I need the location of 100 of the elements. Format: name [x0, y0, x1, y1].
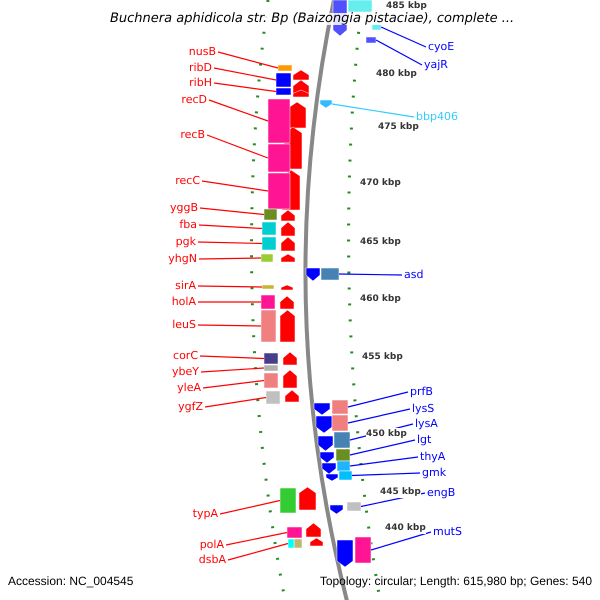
scale-label: 470 kbp	[360, 177, 401, 189]
gene-block	[264, 208, 278, 220]
leader-line	[228, 542, 288, 561]
gene-label: recB	[180, 129, 205, 141]
gene-block	[262, 222, 276, 236]
gene-label: typA	[192, 508, 218, 520]
gene-label: sirA	[175, 280, 196, 292]
gene-block	[338, 470, 352, 480]
footer-text: Topology: circular; Length: 615,980 bp; Genes: 540	[320, 575, 592, 587]
gene-label: yhgN	[168, 253, 197, 265]
gene-label: ygfZ	[178, 401, 203, 413]
gene-label: holA	[172, 296, 196, 308]
gene-block	[276, 72, 292, 88]
leader-line	[198, 224, 262, 230]
title: Buchnera aphidicola str. Bp (Baizongia pistaciae), complete ...	[110, 13, 514, 25]
leader-line	[350, 456, 418, 467]
gene-block	[336, 460, 350, 472]
leader-line	[214, 67, 276, 81]
gene-block	[332, 414, 348, 432]
gene-label: ybeY	[172, 366, 199, 378]
gene-block	[268, 172, 290, 210]
scale-label: 485 kbp	[386, 0, 427, 12]
leader-line	[220, 500, 280, 515]
gene-block	[332, 400, 348, 414]
leader-line	[332, 103, 414, 118]
leader-line	[226, 532, 288, 546]
leader-line	[198, 324, 262, 327]
leader-line	[200, 355, 264, 360]
gene-label: yajR	[424, 59, 448, 71]
gene-block	[346, 502, 362, 512]
gene-block	[336, 448, 350, 462]
gene-label: recC	[175, 175, 200, 187]
gene-block	[260, 294, 276, 310]
leader-line	[198, 241, 262, 244]
leader-line	[198, 285, 262, 288]
gene-label: yggB	[170, 202, 198, 214]
gene-block	[280, 488, 296, 514]
leader-line	[198, 301, 261, 303]
gene-block	[366, 36, 376, 44]
gene-label: lysS	[412, 403, 434, 415]
gene-label: leuS	[172, 319, 196, 331]
gene-block	[264, 364, 278, 372]
scale-label: 445 kbp	[380, 486, 421, 498]
leader-line	[208, 99, 268, 122]
leader-line	[370, 531, 432, 551]
gene-feature	[320, 100, 332, 108]
gene-label: yleA	[177, 382, 201, 394]
gene-block	[276, 88, 292, 96]
gene-label: ribH	[189, 77, 212, 89]
gene-block	[260, 254, 274, 262]
scale-label: 440 kbp	[385, 522, 426, 534]
gene-block	[334, 432, 350, 448]
scale-label: 460 kbp	[360, 293, 401, 305]
gene-block	[278, 64, 292, 72]
gene-label: bbp406	[416, 111, 458, 123]
leader-line	[376, 39, 422, 66]
gene-label: cyoE	[428, 41, 454, 53]
leader-line	[380, 26, 426, 48]
leader-line	[206, 134, 268, 159]
leader-line	[218, 51, 278, 69]
scale-label: 465 kbp	[360, 236, 401, 248]
gene-label: polA	[200, 539, 224, 551]
gene-label: gmk	[422, 467, 446, 479]
gene-label: lysA	[415, 418, 438, 430]
gene-label: ribD	[188, 62, 212, 74]
gene-label: pgk	[176, 236, 196, 248]
footer-text: Accession: NC_004545	[8, 575, 134, 587]
leader-line	[348, 408, 410, 424]
gene-label: thyA	[420, 451, 446, 463]
scale-label: 480 kbp	[376, 68, 417, 80]
leader-line	[214, 82, 276, 92]
leader-line	[202, 180, 268, 192]
leader-line	[350, 439, 416, 456]
gene-label: prfB	[410, 386, 433, 398]
gene-label: nusB	[188, 46, 216, 58]
gene-block	[288, 538, 294, 548]
gene-label: corC	[173, 350, 198, 362]
leader-line	[200, 367, 264, 373]
leader-line	[200, 207, 264, 216]
scale-label: 475 kbp	[378, 121, 419, 133]
gene-label: recD	[181, 94, 207, 106]
gene-block	[354, 536, 372, 564]
gene-block	[262, 236, 276, 250]
gene-block	[286, 526, 302, 538]
gene-block	[262, 284, 274, 290]
gene-block	[268, 144, 290, 172]
gene-block	[320, 268, 340, 280]
gene-block	[266, 390, 280, 404]
gene-label: mutS	[433, 526, 462, 538]
gene-block	[260, 310, 276, 342]
leader-line	[338, 273, 402, 276]
gene-label: fba	[179, 219, 197, 231]
leader-line	[352, 472, 420, 476]
gene-label: lgt	[417, 434, 432, 446]
gene-label: asd	[404, 269, 424, 281]
leader-line	[198, 257, 262, 260]
gene-block	[264, 352, 278, 364]
leader-line	[202, 380, 264, 389]
scale-label: 455 kbp	[362, 351, 403, 363]
gene-block	[264, 372, 278, 388]
